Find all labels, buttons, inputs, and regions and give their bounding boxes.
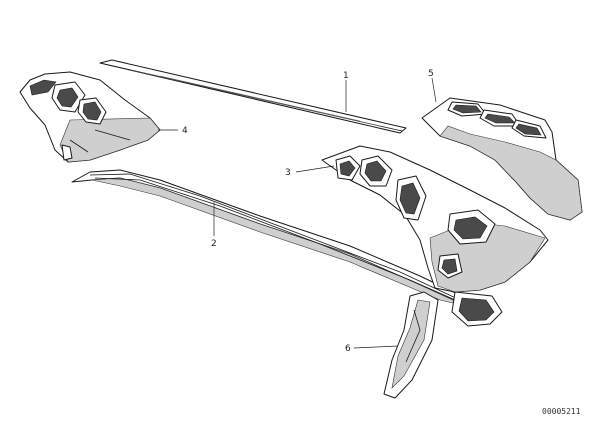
part-6-b-pillar-trim[interactable] bbox=[383, 291, 439, 399]
callout-1-label: 1 bbox=[343, 71, 349, 81]
callout-6-label: 6 bbox=[345, 344, 351, 354]
lower-mounting-bracket[interactable] bbox=[451, 291, 503, 327]
part-3-right-side-panel[interactable] bbox=[321, 145, 549, 293]
callout-3: 3 bbox=[285, 165, 335, 178]
callout-2-label: 2 bbox=[211, 239, 217, 249]
callout-6: 6 bbox=[345, 344, 399, 354]
callout-3-label: 3 bbox=[285, 168, 291, 178]
callout-5-label: 5 bbox=[428, 69, 434, 79]
callout-1: 1 bbox=[343, 71, 349, 112]
callout-4-label: 4 bbox=[182, 126, 188, 136]
part-1-roof-strip[interactable] bbox=[99, 59, 407, 134]
callout-5: 5 bbox=[428, 69, 437, 103]
part-4-left-side-panel[interactable] bbox=[19, 71, 161, 163]
callout-4: 4 bbox=[158, 126, 188, 136]
part-5-vent-panel[interactable] bbox=[421, 97, 583, 221]
callout-2: 2 bbox=[211, 202, 217, 249]
diagram-reference-number: 00005211 bbox=[542, 407, 581, 416]
